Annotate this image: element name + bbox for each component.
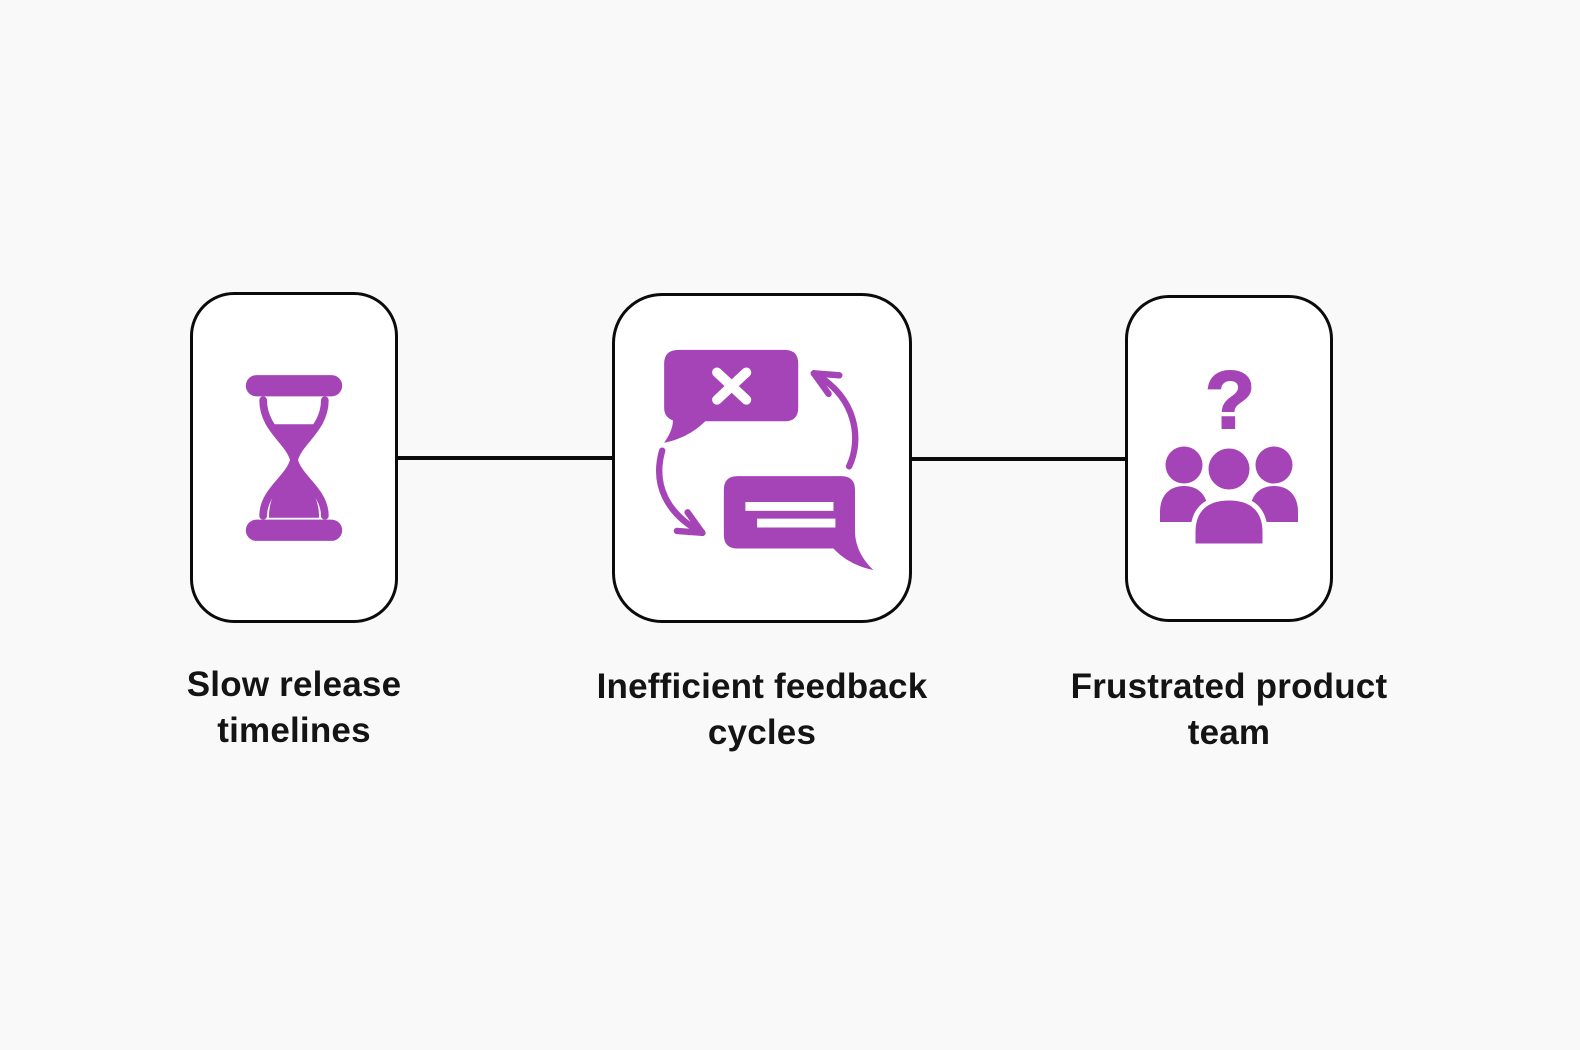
label-line: Slow release [186, 665, 402, 704]
cycle-arrows [655, 370, 858, 537]
connector-line-1 [396, 456, 614, 460]
label-line: team [1187, 713, 1271, 752]
feedback-cycle-icon [655, 349, 874, 571]
label-line: cycles [707, 713, 817, 752]
frustrated-team-icon: ? [1160, 354, 1298, 548]
card-frustrated-team: ? [1125, 295, 1333, 622]
label-line: Frustrated product [1070, 667, 1388, 706]
hourglass-icon [245, 374, 343, 541]
question-mark-glyph: ? [1205, 355, 1255, 446]
label-feedback-cycles: Inefficient feedback cycles [552, 664, 972, 756]
label-line: Inefficient feedback [596, 667, 928, 706]
rejected-message-bubble [663, 349, 798, 443]
card-slow-release [190, 292, 398, 623]
label-frustrated-team: Frustrated product team [1019, 664, 1439, 756]
connector-line-2 [910, 457, 1127, 461]
card-feedback-cycles [612, 293, 912, 623]
label-slow-release: Slow release timelines [84, 662, 504, 754]
label-line: timelines [217, 711, 371, 750]
